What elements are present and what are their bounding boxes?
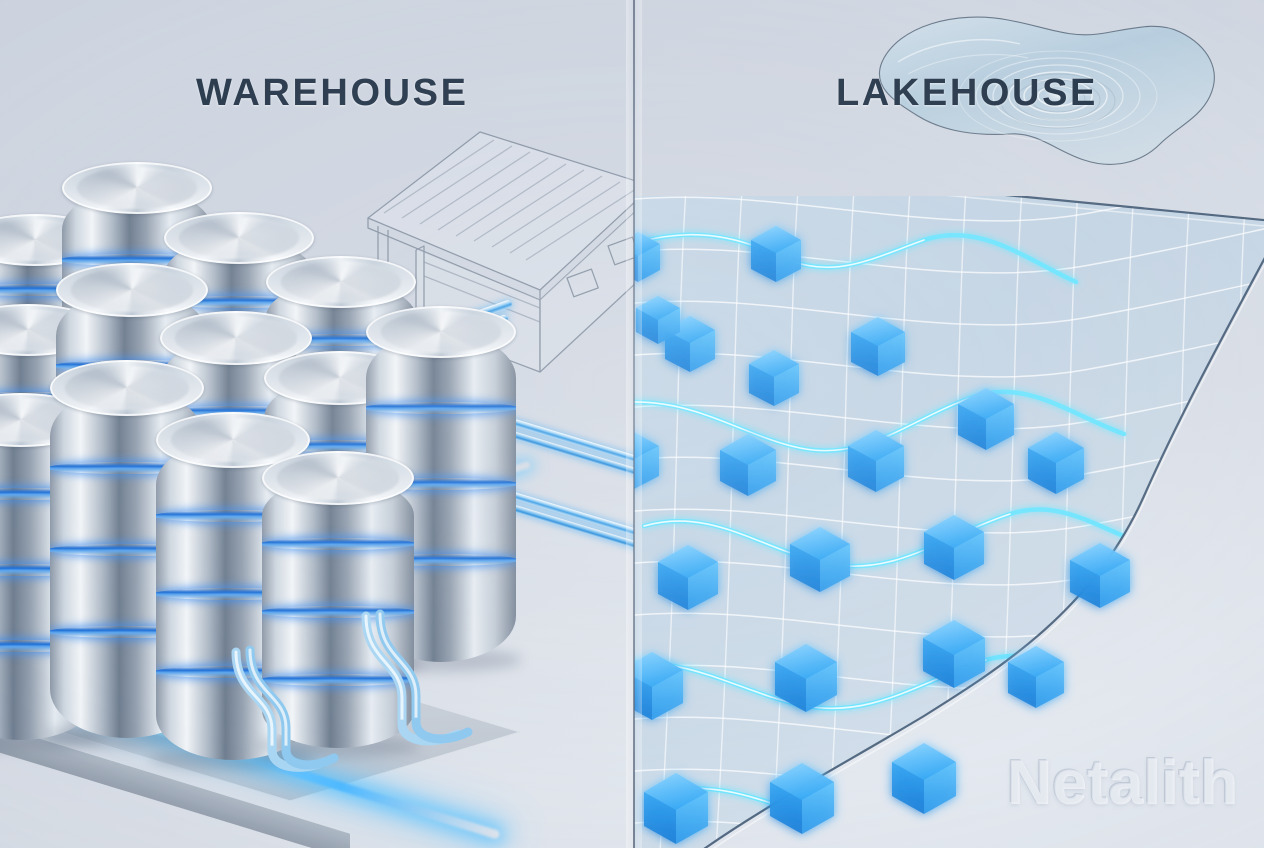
cylinder-top-disc xyxy=(50,360,204,416)
panel-divider xyxy=(633,0,635,848)
cylinder-top-disc xyxy=(62,162,212,214)
cylinder-glow-ring xyxy=(262,538,414,550)
warehouse-panel: WAREHOUSE xyxy=(0,0,634,848)
cylinder-top-disc xyxy=(366,306,516,358)
water-lake-pool xyxy=(878,16,1215,165)
cylinder-top-disc xyxy=(266,256,416,308)
page-title-warehouse: WAREHOUSE xyxy=(196,72,469,115)
cylinder-top-disc xyxy=(56,263,208,317)
brand-watermark: Netalith xyxy=(1006,748,1238,817)
page-title-lakehouse: LAKEHOUSE xyxy=(836,72,1098,115)
undulating-data-mesh-sheet xyxy=(634,196,1264,848)
cylinder-top-disc xyxy=(160,311,312,365)
lakehouse-panel: LAKEHOUSE xyxy=(634,0,1264,848)
u-bend-pipe-group xyxy=(231,609,473,772)
glass-data-cubes xyxy=(634,226,1130,844)
cylinder-top-disc xyxy=(164,212,314,264)
cylinder-glow-ring xyxy=(366,402,516,414)
cylinder-glow-ring xyxy=(262,674,414,686)
cylinder-top-disc xyxy=(262,451,414,505)
